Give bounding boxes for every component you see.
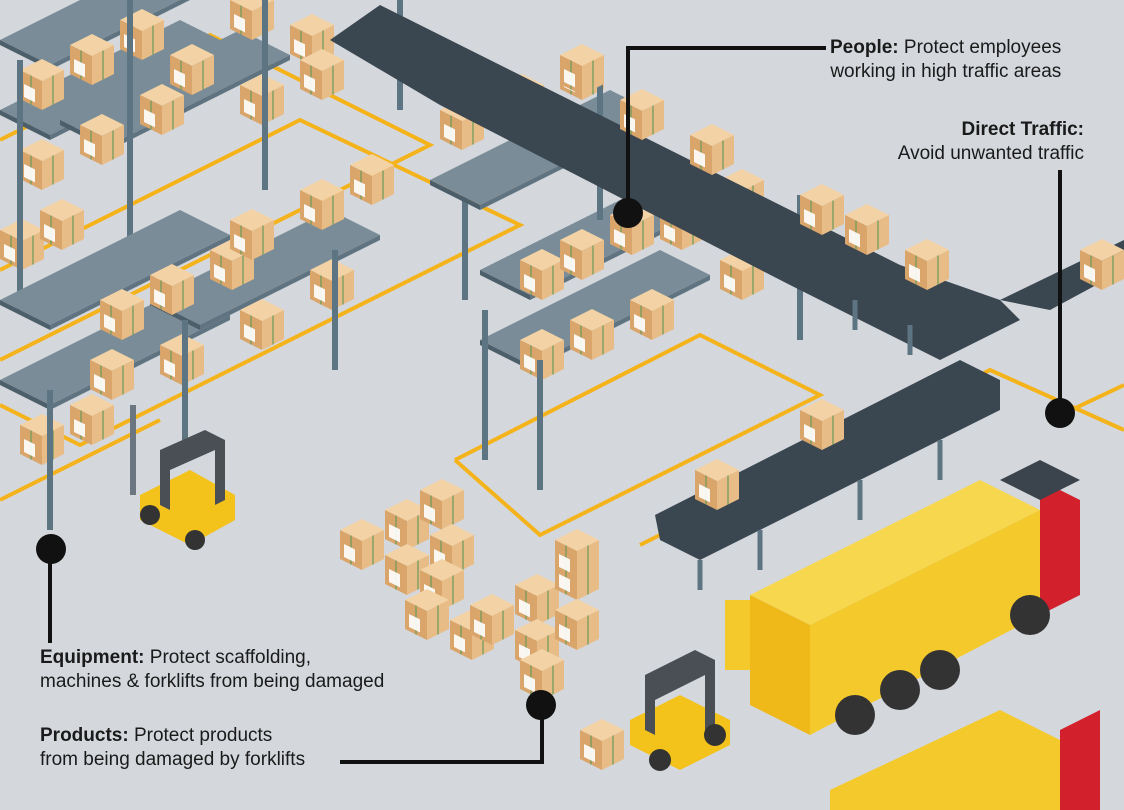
products-text-line2: from being damaged by forklifts — [40, 749, 306, 770]
forklift-right — [579, 650, 730, 771]
conveyor-belts — [330, 5, 1124, 590]
traffic-text: Avoid unwanted traffic — [897, 143, 1084, 164]
people-title: People: — [830, 37, 899, 58]
traffic-leader-line — [1058, 170, 1062, 410]
equipment-callout: Equipment: Protect scaffolding, machines… — [40, 646, 384, 694]
people-text-line1: Protect employees — [898, 37, 1062, 58]
equipment-title: Equipment: — [40, 647, 145, 668]
traffic-marker — [1045, 398, 1075, 428]
products-callout: Products: Protect products from being da… — [40, 724, 305, 772]
traffic-title: Direct Traffic: — [961, 119, 1084, 140]
people-leader-line-horizontal — [626, 46, 826, 50]
equipment-text-line2: machines & forklifts from being damaged — [40, 671, 385, 692]
people-text-line2: working in high traffic areas — [830, 61, 1062, 82]
people-callout: People: Protect employees working in hig… — [830, 36, 1061, 84]
people-leader-line — [626, 46, 630, 212]
truck — [725, 460, 1100, 810]
forklift-left — [130, 405, 235, 550]
equipment-text-line1: Protect scaffolding, — [144, 647, 312, 668]
traffic-callout: Direct Traffic: Avoid unwanted traffic — [876, 118, 1084, 166]
products-marker — [526, 690, 556, 720]
people-marker — [613, 198, 643, 228]
products-leader-line-horizontal — [340, 760, 544, 764]
products-leader-line — [540, 705, 544, 762]
equipment-leader-line — [48, 548, 52, 643]
products-text-line1: Protect products — [128, 725, 273, 746]
equipment-marker — [36, 534, 66, 564]
products-title: Products: — [40, 725, 129, 746]
